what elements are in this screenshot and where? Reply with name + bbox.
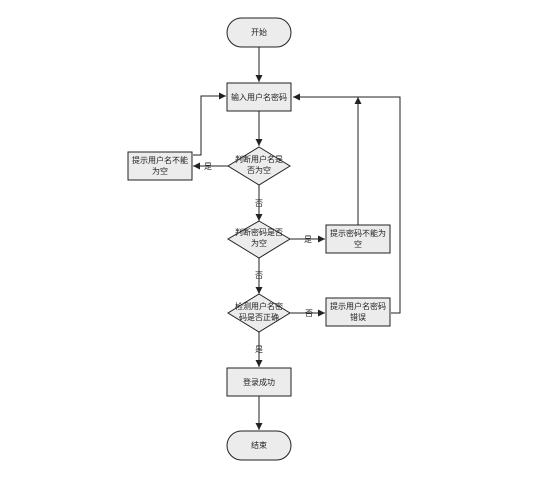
check-username-label-line1: 判断用户名是 <box>235 154 283 164</box>
warn-password-label-line2: 空 <box>354 239 362 249</box>
warn-error-label-line1: 提示用户名密码 <box>330 301 386 311</box>
login-success-box <box>226 367 292 397</box>
arrow-warn-user-back-to-input <box>193 92 226 156</box>
input-label: 输入用户名密码 <box>231 92 287 102</box>
arrow-warn-err-back-to-input <box>293 93 401 314</box>
check-password-decision <box>227 220 291 259</box>
end-terminator <box>226 430 292 461</box>
start-label: 开始 <box>251 27 267 37</box>
start-terminator <box>226 17 292 48</box>
warn-password-box <box>325 224 391 254</box>
verify-label-line2: 码是否正确 <box>239 312 279 322</box>
warn-username-label-line1: 提示用户名不能 <box>132 155 188 165</box>
check-password-label-line1: 判断密码是否 <box>235 227 283 237</box>
warn-password-label-line1: 提示密码不能为 <box>330 228 386 238</box>
login-success-label: 登录成功 <box>243 377 275 387</box>
check-username-label-line2: 否为空 <box>247 165 271 175</box>
edge-label-user-empty-no: 否 <box>255 199 263 208</box>
check-username-decision <box>227 146 291 186</box>
edge-label-pwd-empty-no: 否 <box>255 271 263 280</box>
verify-label-line1: 检测用户名密 <box>235 301 283 311</box>
warn-error-box <box>325 297 391 327</box>
check-password-label-line2: 为空 <box>251 238 267 248</box>
warn-username-label-line2: 为空 <box>152 166 168 176</box>
edge-label-user-empty-yes: 是 <box>204 162 212 171</box>
end-label: 结束 <box>251 440 267 450</box>
warn-error-label-line2: 错误 <box>350 312 366 322</box>
edge-label-verify-no: 否 <box>305 309 313 318</box>
input-process-box <box>226 82 292 112</box>
warn-username-box <box>127 151 193 181</box>
edge-label-verify-yes: 是 <box>255 345 263 354</box>
edge-label-pwd-empty-yes: 是 <box>304 235 312 244</box>
verify-credentials-decision <box>227 293 291 333</box>
